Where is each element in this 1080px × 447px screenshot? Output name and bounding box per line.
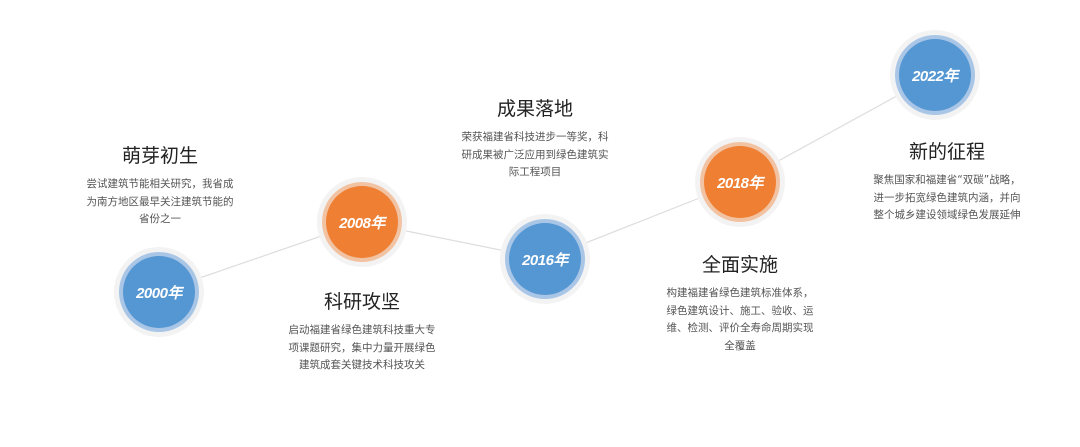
year-node-2008: 2008年 — [317, 177, 407, 267]
milestone-2016: 成果落地 荣获福建省科技进步一等奖，科研成果被广泛应用到绿色建筑实际工程项目 — [460, 94, 610, 182]
milestone-desc: 启动福建省绿色建筑科技重大专项课题研究，集中力量开展绿色建筑成套关键技术科技攻关 — [288, 324, 436, 371]
year-node-2022: 2022年 — [890, 30, 980, 120]
milestone-2022: 新的征程 聚焦国家和福建省“双碳”战略，进一步拓宽绿色建筑内涵，并向整个城乡建设… — [872, 137, 1022, 225]
milestone-2000: 萌芽初生 尝试建筑节能相关研究，我省成为南方地区最早关注建筑节能的省份之一 — [85, 141, 235, 229]
year-label: 2018年 — [704, 146, 776, 218]
milestone-2008: 科研攻坚 启动福建省绿色建筑科技重大专项课题研究，集中力量开展绿色建筑成套关键技… — [287, 287, 437, 375]
milestone-title: 科研攻坚 — [323, 291, 400, 313]
year-label: 2022年 — [899, 39, 971, 111]
milestone-desc: 荣获福建省科技进步一等奖，科研成果被广泛应用到绿色建筑实际工程项目 — [461, 131, 609, 178]
milestone-2018: 全面实施 构建福建省绿色建筑标准体系，绿色建筑设计、施工、验收、运维、检测、评价… — [665, 250, 815, 355]
milestone-title: 成果落地 — [496, 98, 573, 120]
milestone-title: 新的征程 — [908, 141, 985, 163]
milestone-desc: 聚焦国家和福建省“双碳”战略，进一步拓宽绿色建筑内涵，并向整个城乡建设领域绿色发… — [873, 174, 1021, 221]
year-node-2016: 2016年 — [500, 214, 590, 304]
milestone-title: 萌芽初生 — [121, 145, 198, 167]
milestone-desc: 尝试建筑节能相关研究，我省成为南方地区最早关注建筑节能的省份之一 — [86, 178, 234, 225]
milestone-title: 全面实施 — [701, 254, 778, 276]
year-label: 2008年 — [326, 186, 398, 258]
year-label: 2016年 — [509, 223, 581, 295]
year-node-2000: 2000年 — [114, 247, 204, 337]
milestone-desc: 构建福建省绿色建筑标准体系，绿色建筑设计、施工、验收、运维、检测、评价全寿命周期… — [666, 287, 814, 352]
year-label: 2000年 — [123, 256, 195, 328]
year-node-2018: 2018年 — [695, 137, 785, 227]
